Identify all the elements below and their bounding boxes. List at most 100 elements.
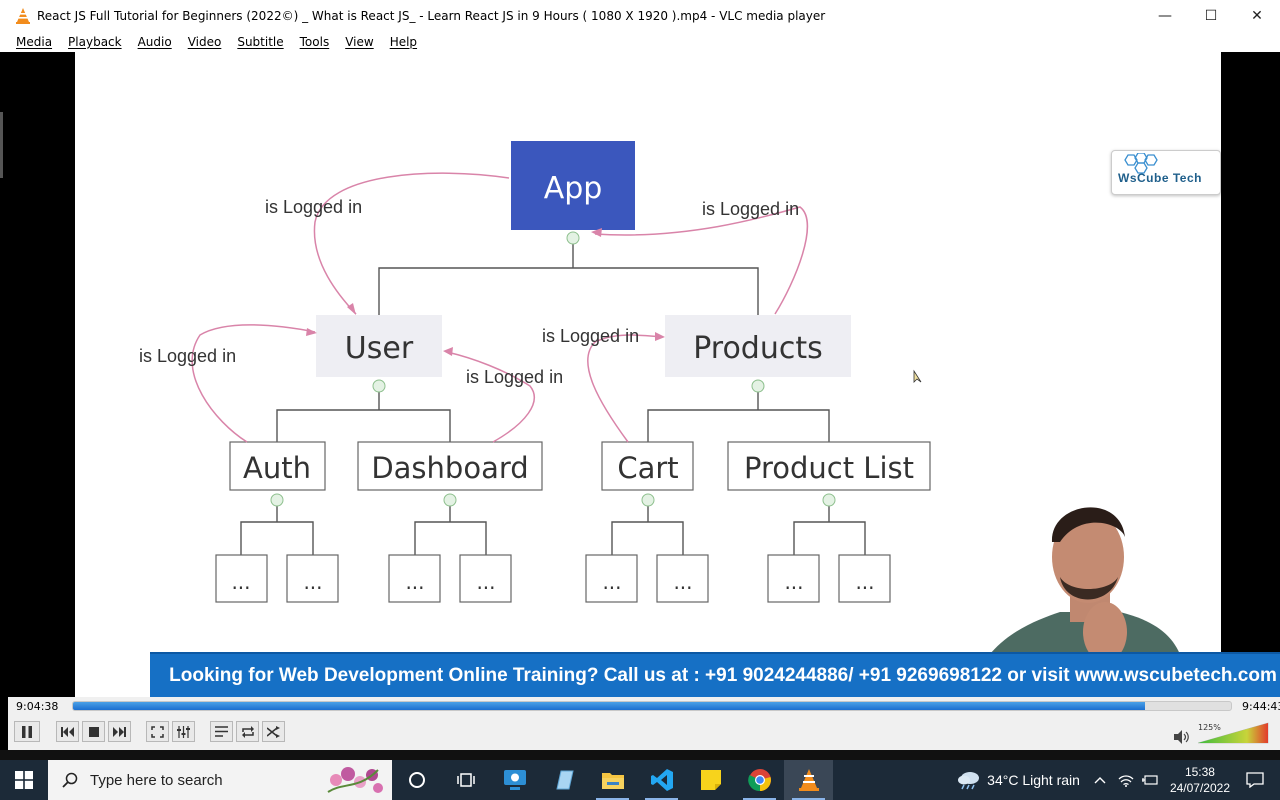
previous-button[interactable] <box>56 721 79 742</box>
arrowhead <box>306 328 317 336</box>
volume-slider[interactable] <box>1196 721 1270 745</box>
menu-help[interactable]: Help <box>389 34 418 49</box>
promo-banner: Looking for Web Development Online Train… <box>150 652 1280 697</box>
chevron-up-icon[interactable] <box>1094 776 1106 784</box>
collapse-handle <box>641 493 655 507</box>
loop-icon <box>241 725 254 738</box>
leaf-node <box>286 554 339 603</box>
mouse-cursor-icon <box>913 369 922 383</box>
arrowhead <box>655 332 665 341</box>
leaf-label: ... <box>476 570 495 594</box>
edge-dashboard-children <box>414 500 487 555</box>
clock[interactable]: 15:38 24/07/2022 <box>1170 764 1230 796</box>
pause-button[interactable] <box>14 721 40 742</box>
taskbar-search-box[interactable]: Type here to search <box>48 760 392 800</box>
video-area[interactable]: App User Products Auth Dashboard Cart Pr… <box>0 52 1280 697</box>
collapse-handle <box>443 493 457 507</box>
menu-view[interactable]: View <box>345 34 374 49</box>
seek-row: 9:04:38 9:44:43 <box>8 697 1280 717</box>
collapse-handles <box>270 231 836 507</box>
windows-logo-icon <box>15 771 33 789</box>
arrowhead <box>347 303 356 315</box>
vscode-icon <box>650 769 673 791</box>
leaf-label: ... <box>673 570 692 594</box>
next-button[interactable] <box>108 721 131 742</box>
node-app-label: App <box>544 171 603 206</box>
node-products-label: Products <box>693 331 823 366</box>
wifi-icon[interactable] <box>1118 774 1134 787</box>
edge-cart-children <box>611 500 684 555</box>
leaf-node <box>585 554 638 603</box>
title-bar: React JS Full Tutorial for Beginners (20… <box>0 0 1280 31</box>
cortana-circle-icon <box>408 772 425 788</box>
taskbar-app-screen-recorder[interactable] <box>490 760 539 800</box>
maximize-button[interactable]: ☐ <box>1204 7 1218 24</box>
leaf-node <box>215 554 268 603</box>
fullscreen-icon <box>151 725 164 738</box>
collapse-handle <box>751 379 765 393</box>
stop-icon <box>88 726 99 737</box>
collapse-handle <box>566 231 580 245</box>
leaf-node <box>459 554 512 603</box>
taskbar-app-notepad[interactable] <box>539 760 588 800</box>
window-title: React JS Full Tutorial for Beginners (20… <box>37 8 826 23</box>
sticky-notes-icon <box>700 770 721 790</box>
arrow-dashboard-to-user <box>446 351 535 443</box>
minimize-button[interactable]: — <box>1158 7 1172 24</box>
leaf-label: ... <box>231 570 250 594</box>
taskbar-app-sticky-notes[interactable] <box>686 760 735 800</box>
leaf-label: ... <box>855 570 874 594</box>
menu-media[interactable]: Media <box>16 34 53 49</box>
playlist-icon <box>215 726 228 737</box>
player-controls: 9:04:38 9:44:43 <box>8 697 1280 750</box>
close-button[interactable]: ✕ <box>1251 7 1263 24</box>
taskbar-app-vlc[interactable] <box>784 760 833 800</box>
menu-playback[interactable]: Playback <box>68 34 122 49</box>
wscube-tech-logo: WsCube Tech <box>1111 150 1221 195</box>
folder-icon <box>601 773 624 789</box>
chrome-icon <box>747 769 771 792</box>
edge-products-children <box>647 386 830 442</box>
node-products <box>665 315 851 377</box>
arrow-products-to-app <box>594 206 809 315</box>
leaf-label: ... <box>405 570 424 594</box>
node-app <box>511 141 635 230</box>
menu-tools[interactable]: Tools <box>299 34 330 49</box>
start-button[interactable] <box>0 760 48 800</box>
menu-video[interactable]: Video <box>187 34 222 49</box>
taskbar-app-vscode[interactable] <box>637 760 686 800</box>
battery-plug-icon[interactable] <box>1141 774 1158 786</box>
stop-button[interactable] <box>82 721 105 742</box>
leaf-node <box>838 554 891 603</box>
seek-bar[interactable] <box>72 701 1232 711</box>
elapsed-time: 9:04:38 <box>16 700 59 713</box>
total-time: 9:44:43 <box>1242 700 1280 713</box>
loop-button[interactable] <box>236 721 259 742</box>
menu-bar: Media Playback Audio Video Subtitle Tool… <box>0 31 1280 52</box>
node-cart-label: Cart <box>617 451 678 485</box>
task-view-button[interactable] <box>441 760 490 800</box>
extended-settings-button[interactable] <box>172 721 195 742</box>
notification-icon[interactable] <box>1246 772 1264 788</box>
equalizer-icon <box>177 725 190 738</box>
weather-cloud-rain-icon[interactable] <box>957 770 981 790</box>
menu-subtitle[interactable]: Subtitle <box>237 34 284 49</box>
playlist-button[interactable] <box>210 721 233 742</box>
menu-audio[interactable]: Audio <box>137 34 172 49</box>
taskbar-app-chrome[interactable] <box>735 760 784 800</box>
shuffle-button[interactable] <box>262 721 285 742</box>
node-product-list-label: Product List <box>744 451 914 485</box>
volume-percent: 125% <box>1198 723 1221 732</box>
node-product-list <box>727 441 931 491</box>
speaker-icon[interactable] <box>1174 730 1190 744</box>
node-user-label: User <box>345 331 414 366</box>
annotation-is-logged-in: is Logged in <box>542 326 639 346</box>
search-icon <box>62 772 78 788</box>
edge-productlist-children <box>793 500 866 555</box>
taskbar-app-file-explorer[interactable] <box>588 760 637 800</box>
fullscreen-button[interactable] <box>146 721 169 742</box>
task-view-button[interactable] <box>392 760 441 800</box>
leaf-node <box>767 554 820 603</box>
weather-text[interactable]: 34°C Light rain <box>987 772 1080 788</box>
